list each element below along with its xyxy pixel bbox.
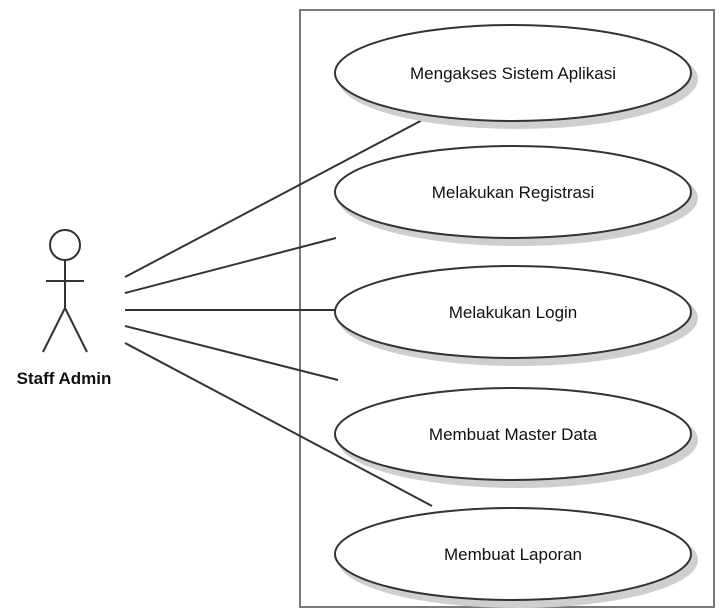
use-case-label: Melakukan Registrasi xyxy=(432,183,595,202)
actor-stick-figure-icon xyxy=(42,229,88,353)
actor-head xyxy=(49,229,81,261)
association-line-master-data xyxy=(124,325,339,381)
actor-left-leg xyxy=(42,307,66,353)
use-case-mengakses-sistem-aplikasi[interactable]: Mengakses Sistem Aplikasi xyxy=(334,24,698,129)
actor-staff-admin[interactable]: Staff Admin xyxy=(17,229,112,388)
association-line-mengakses xyxy=(124,116,429,278)
associations xyxy=(124,116,433,507)
actor-label: Staff Admin xyxy=(17,369,112,388)
association-line-laporan xyxy=(124,342,433,507)
use-case-membuat-master-data[interactable]: Membuat Master Data xyxy=(334,387,698,488)
use-case-ellipse xyxy=(334,265,692,359)
use-case-label: Mengakses Sistem Aplikasi xyxy=(410,64,616,83)
use-case-membuat-laporan[interactable]: Membuat Laporan xyxy=(334,507,698,608)
use-case-melakukan-registrasi[interactable]: Melakukan Registrasi xyxy=(334,145,698,246)
use-case-melakukan-login[interactable]: Melakukan Login xyxy=(334,265,698,366)
use-case-label: Melakukan Login xyxy=(449,303,578,322)
actor-right-leg xyxy=(64,307,88,353)
use-case-ellipse xyxy=(334,507,692,601)
use-case-ellipse xyxy=(334,145,692,239)
use-case-label: Membuat Laporan xyxy=(444,545,582,564)
association-line-registrasi xyxy=(124,237,337,294)
use-case-ellipse xyxy=(334,387,692,481)
use-case-ellipse xyxy=(334,24,692,122)
use-case-label: Membuat Master Data xyxy=(429,425,598,444)
